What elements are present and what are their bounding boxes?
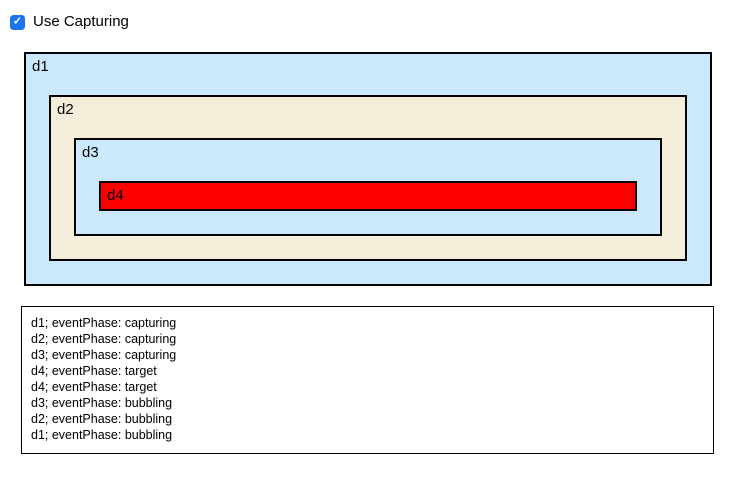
box-d3[interactable]: d3 d4 xyxy=(74,138,662,236)
box-d1[interactable]: d1 d2 d3 d4 xyxy=(24,52,712,286)
box-d4-label: d4 xyxy=(107,187,124,204)
log-line: d2; eventPhase: capturing xyxy=(31,332,177,346)
checkmark-icon: ✓ xyxy=(12,15,23,27)
use-capturing-row: ✓ Use Capturing xyxy=(0,0,734,32)
log-line: d1; eventPhase: capturing xyxy=(31,316,177,330)
box-d3-label: d3 xyxy=(82,144,99,161)
log-line: d1; eventPhase: bubbling xyxy=(31,428,173,442)
log-line: d3; eventPhase: capturing xyxy=(31,348,177,362)
use-capturing-checkbox[interactable]: ✓ xyxy=(10,14,25,30)
log-line: d3; eventPhase: bubbling xyxy=(31,396,173,410)
box-d4[interactable]: d4 xyxy=(99,181,637,211)
log-line: d4; eventPhase: target xyxy=(31,364,157,378)
log-line: d4; eventPhase: target xyxy=(31,380,157,394)
box-d2[interactable]: d2 d3 d4 xyxy=(49,95,687,261)
event-demo-stage: d1 d2 d3 d4 xyxy=(24,52,712,286)
event-log: d1; eventPhase: capturing d2; eventPhase… xyxy=(21,306,714,454)
box-d1-label: d1 xyxy=(32,58,49,75)
use-capturing-label[interactable]: Use Capturing xyxy=(33,13,129,30)
box-d2-label: d2 xyxy=(57,101,74,118)
log-line: d2; eventPhase: bubbling xyxy=(31,412,173,426)
